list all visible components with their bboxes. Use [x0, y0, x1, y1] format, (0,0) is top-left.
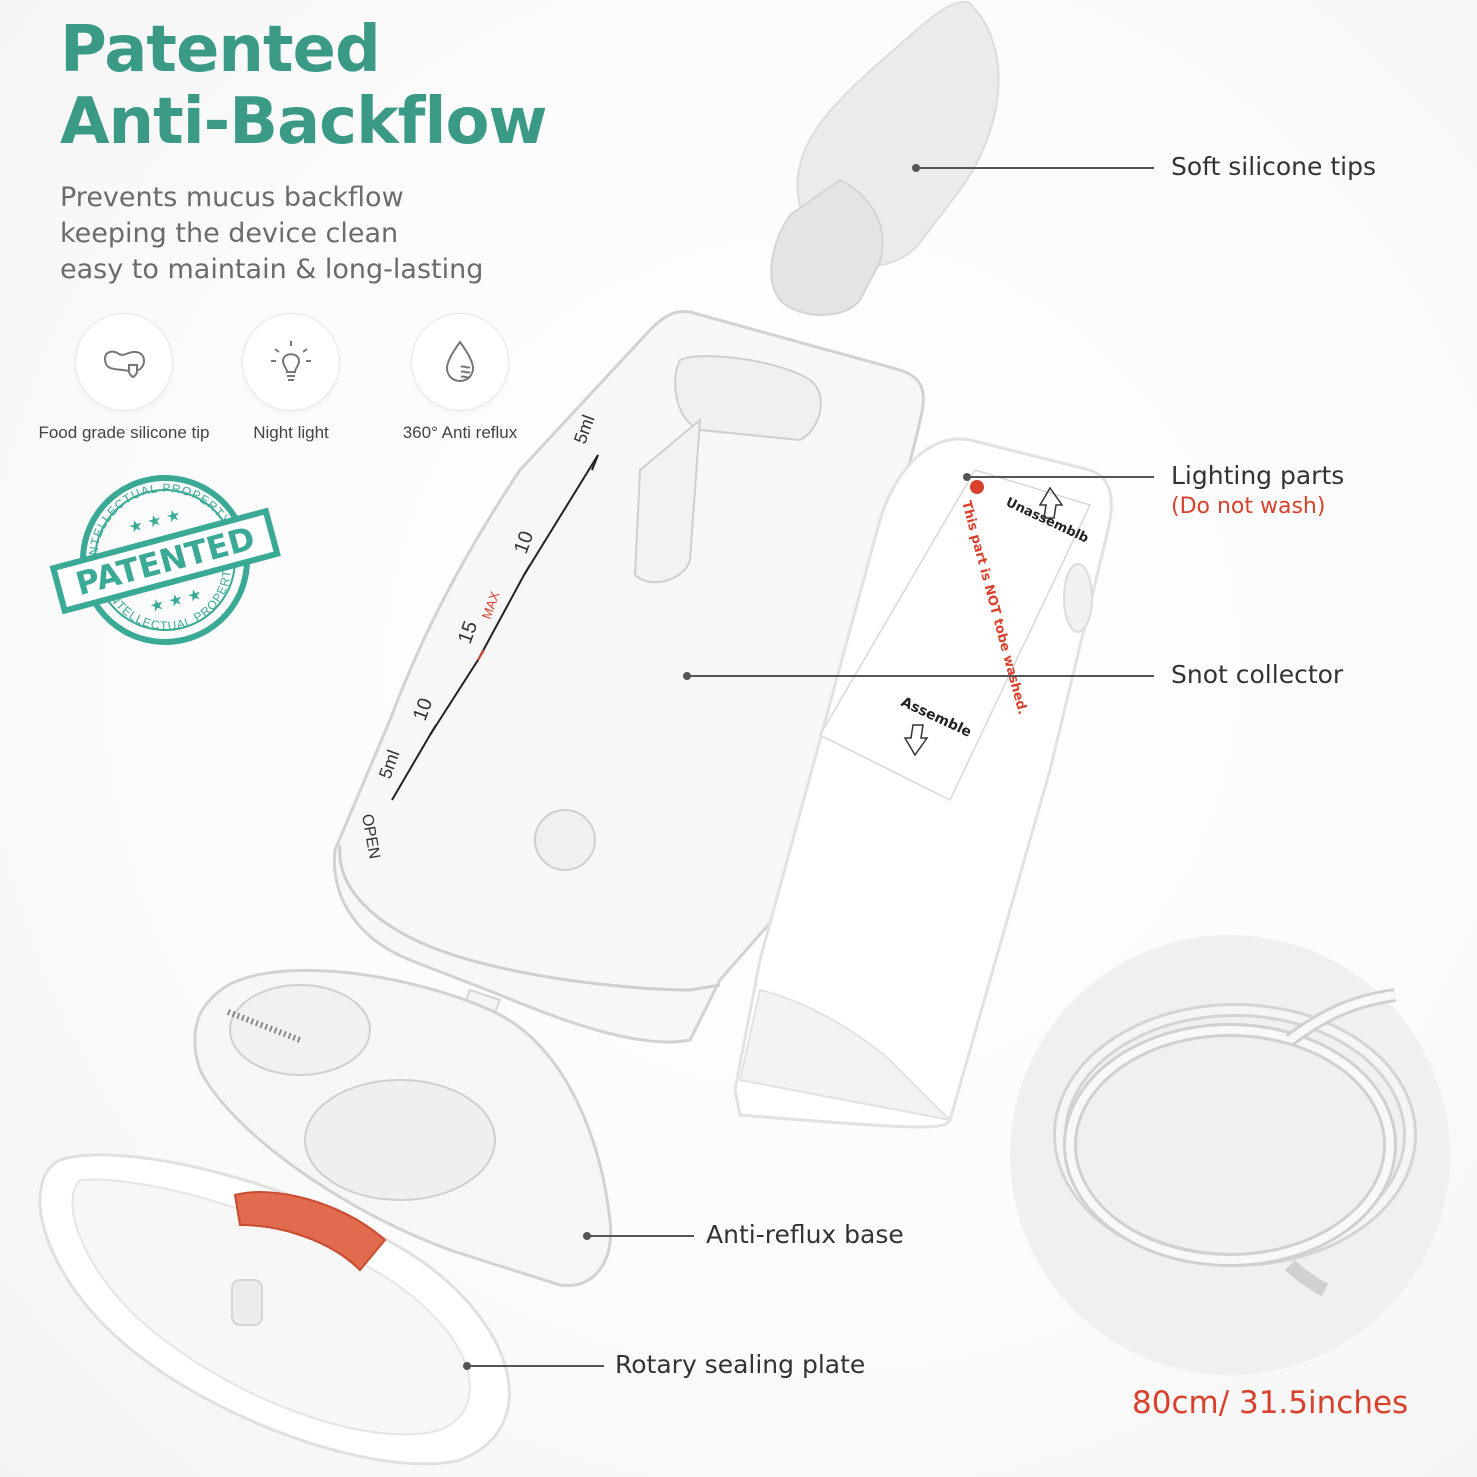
label-anti-reflux-base: Anti-reflux base	[706, 1220, 904, 1249]
feature-silicone-tip: Food grade silicone tip	[24, 313, 224, 443]
rotary-sealing-plate	[38, 1153, 511, 1466]
tube-coil	[1053, 988, 1417, 1297]
feature-night-light: Night light	[191, 313, 391, 443]
arrow-up-icon	[1038, 486, 1064, 519]
lighting-part: Unassemblb Assemble This part is NOT tob…	[733, 437, 1113, 1129]
snot-collector: 5ml 10 MAX 15 10 5ml OPEN	[332, 310, 925, 1044]
label-soft-silicone-tips: Soft silicone tips	[1171, 152, 1376, 181]
callout-line-collector	[687, 675, 1154, 677]
label-lighting-parts: Lighting parts	[1171, 461, 1345, 490]
label-snot-collector: Snot collector	[1171, 660, 1344, 689]
feature-label: 360° Anti reflux	[402, 423, 518, 442]
label-do-not-wash: (Do not wash)	[1171, 494, 1326, 519]
feature-circle	[242, 313, 340, 411]
water-drop-icon	[445, 340, 475, 383]
title-line-2: Anti-Backflow	[60, 85, 548, 159]
tube-length-label: 80cm/ 31.5inches	[1132, 1385, 1409, 1421]
anti-reflux-base	[193, 968, 613, 1288]
subtitle-line-2: keeping the device clean	[60, 218, 399, 249]
callout-line-lighting	[967, 476, 1154, 478]
light-bulb-icon	[271, 341, 311, 381]
silicone-tip	[770, 0, 1000, 316]
callout-line-plate	[467, 1365, 604, 1367]
feature-label: Food grade silicone tip	[38, 423, 210, 442]
feature-label: Night light	[253, 423, 329, 442]
callout-line-tips	[916, 167, 1154, 169]
subtitle-line-1: Prevents mucus backflow	[60, 182, 404, 213]
subtitle-line-3: easy to maintain & long-lasting	[60, 254, 484, 285]
arrow-down-icon	[903, 724, 929, 757]
feature-circle	[75, 313, 173, 411]
title-line-1: Patented	[60, 13, 381, 87]
callout-line-base	[587, 1235, 694, 1237]
patented-stamp: INTELLECTUAL PROPERTY INTELLECTUAL PROPE…	[49, 465, 281, 648]
subtitle: Prevents mucus backflow keeping the devi…	[60, 180, 483, 288]
feature-circle	[411, 313, 509, 411]
label-rotary-sealing-plate: Rotary sealing plate	[615, 1350, 866, 1379]
page-title: Patented Anti-Backflow	[60, 13, 548, 159]
silicone-tip-icon	[103, 350, 145, 379]
feature-anti-reflux: 360° Anti reflux	[360, 313, 560, 443]
